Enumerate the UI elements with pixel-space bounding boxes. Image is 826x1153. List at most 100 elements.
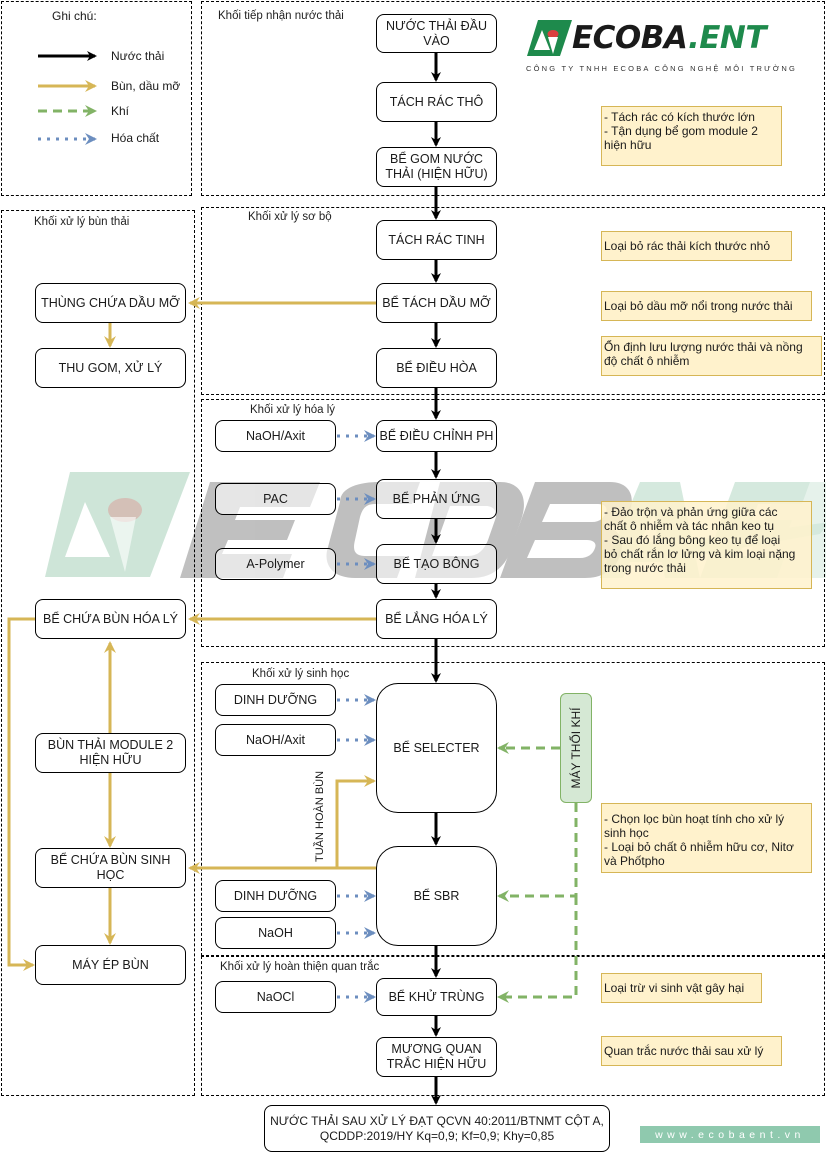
chem-naocl-label: NaOCl	[256, 989, 295, 1004]
node-settling-label: BỂ LẮNG HÓA LÝ	[385, 611, 488, 626]
note-intake: - Tách rác có kích thước lớn - Tận dụng …	[601, 106, 782, 166]
node-reaction[interactable]: BỂ PHẢN ỨNG	[376, 479, 497, 519]
legend-title: Ghi chú:	[52, 9, 97, 23]
intake-region: Khối tiếp nhận nước thải	[201, 1, 825, 196]
node-air-blower[interactable]: MÁY THỔI KHÍ	[560, 693, 592, 803]
node-existing-sludge-line1: BÙN THẢI MODULE 2	[47, 738, 174, 752]
note-oil: Loại bỏ dầu mỡ nổi trong nước thải	[601, 291, 812, 321]
node-selector[interactable]: BỂ SELECTER	[376, 683, 497, 813]
node-collect-treat[interactable]: THU GOM, XỬ LÝ	[35, 348, 186, 388]
intake-region-label: Khối tiếp nhận nước thải	[218, 10, 344, 22]
note-bio: - Chọn lọc bùn hoạt tính cho xử lý sinh …	[601, 803, 812, 873]
node-oil-separator-label: BỂ TÁCH DẦU MỠ	[382, 295, 491, 310]
node-collection-line1: BỂ GOM NƯỚC	[390, 152, 483, 166]
website-badge: www.ecobaent.vn	[640, 1126, 820, 1143]
legend-label-sludge: Bùn, dầu mỡ	[111, 79, 181, 93]
node-flocculation[interactable]: BỂ TẠO BÔNG	[376, 544, 497, 584]
note-chem: - Đảo trộn và phản ứng giữa các chất ô n…	[601, 501, 812, 589]
brand-logo-text: ECOBA.ENT	[572, 20, 767, 56]
chem-region-label: Khối xử lý hóa lý	[250, 404, 336, 416]
note-disinfection-line: Loại trừ vi sinh vật gây hại	[604, 981, 745, 995]
note-equalization-line: độ chất ô nhiễm	[604, 354, 690, 368]
node-oil-tank[interactable]: THÙNG CHỨA DẦU MỠ	[35, 283, 186, 323]
node-outlet-line1: NƯỚC THẢI SAU XỬ LÝ ĐẠT QCVN 40:2011/BTN…	[270, 1113, 604, 1128]
chem-naoh-acid-2[interactable]: NaOH/Axit	[215, 724, 336, 756]
node-fine-screen-label: TÁCH RÁC TINH	[388, 232, 485, 247]
note-bio-line: - Chọn lọc bùn hoạt tính cho xử lý	[604, 812, 785, 826]
node-ph-adjust-label: BỂ ĐIỀU CHỈNH PH	[379, 428, 494, 443]
chem-naoh-acid-1[interactable]: NaOH/Axit	[215, 420, 336, 452]
node-oil-tank-label: THÙNG CHỨA DẦU MỠ	[41, 295, 180, 310]
note-chem-line: trong nước thải	[604, 561, 686, 575]
node-sbr[interactable]: BỂ SBR	[376, 846, 497, 946]
chem-polymer-label: A-Polymer	[246, 556, 305, 571]
note-intake-line: hiện hữu	[604, 138, 652, 152]
node-disinfection[interactable]: BỂ KHỬ TRÙNG	[376, 978, 497, 1016]
chem-naocl[interactable]: NaOCl	[215, 981, 336, 1013]
node-equalization[interactable]: BỂ ĐIỀU HÒA	[376, 348, 497, 388]
chem-region: Khối xử lý hóa lý	[201, 399, 825, 647]
note-chem-line: bỏ chất rắn lơ lửng và kim loại nặng	[604, 547, 796, 561]
node-bio-sludge-label: BỂ CHỨA BÙN SINH HỌC	[50, 853, 171, 882]
sludge-region: Khối xử lý bùn thải	[1, 210, 195, 1096]
note-fine-screen-line: Loại bỏ rác thải kích thước nhỏ	[604, 239, 770, 253]
final-region-label: Khối xử lý hoàn thiện quan trắc	[220, 961, 380, 973]
chem-nutrient-1-label: DINH DƯỠNG	[233, 692, 318, 707]
bio-region-label: Khối xử lý sinh học	[252, 668, 350, 680]
website-text: www.ecobaent.vn	[655, 1128, 805, 1141]
note-equalization: Ổn định lưu lượng nước thải và nồng độ c…	[601, 336, 822, 376]
node-monitoring-line1: MƯƠNG QUAN	[391, 1042, 482, 1056]
node-inlet-line1: NƯỚC THẢI ĐẦU	[385, 18, 488, 33]
node-collect-treat-label: THU GOM, XỬ LÝ	[58, 360, 163, 375]
legend-label-water: Nước thải	[111, 49, 165, 63]
node-chem-sludge-tank[interactable]: BỂ CHỨA BÙN HÓA LÝ	[35, 599, 186, 639]
note-intake-line: - Tận dụng bể gom module 2	[604, 124, 758, 138]
pre-treatment-region: Khối xử lý sơ bộ	[201, 207, 825, 395]
chem-pac-label: PAC	[263, 491, 288, 506]
recirculation-label: TUẦN HOÀN BÙN	[314, 770, 326, 862]
node-sludge-press[interactable]: MÁY ÉP BÙN	[35, 945, 186, 985]
pre-treatment-region-label: Khối xử lý sơ bộ	[248, 211, 332, 223]
node-inlet-line2: VÀO	[423, 33, 450, 48]
node-outlet-line2: QCDDP:2019/HY Kq=0,9; Kf=0,9; Khy=0,85	[319, 1128, 555, 1143]
chem-nutrient-1[interactable]: DINH DƯỠNG	[215, 684, 336, 716]
node-inlet[interactable]: NƯỚC THẢI ĐẦU VÀO	[376, 14, 497, 53]
node-fine-screen[interactable]: TÁCH RÁC TINH	[376, 220, 497, 260]
note-bio-line: sinh học	[604, 826, 649, 840]
node-disinfection-label: BỂ KHỬ TRÙNG	[388, 989, 485, 1004]
node-monitoring-line2: TRẮC HIỆN HỮU	[386, 1057, 487, 1071]
note-fine-screen: Loại bỏ rác thải kích thước nhỏ	[601, 231, 792, 261]
note-bio-line: và Phốtpho	[604, 854, 665, 868]
note-monitoring-line: Quan trắc nước thải sau xử lý	[604, 1044, 764, 1058]
node-equalization-label: BỂ ĐIỀU HÒA	[396, 360, 477, 375]
chem-naoh-acid-2-label: NaOH/Axit	[245, 732, 306, 747]
chem-naoh[interactable]: NaOH	[215, 917, 336, 949]
legend-label-air: Khí	[111, 104, 130, 118]
note-equalization-line: Ổn định lưu lượng nước thải và nồng	[604, 340, 803, 354]
legend-region	[1, 1, 192, 196]
node-coarse-screen[interactable]: TÁCH RÁC THÔ	[376, 82, 497, 122]
chem-naoh-acid-1-label: NaOH/Axit	[245, 428, 306, 443]
chem-pac[interactable]: PAC	[215, 483, 336, 515]
chem-nutrient-2[interactable]: DINH DƯỠNG	[215, 880, 336, 912]
note-chem-line: chất ô nhiễm và tác nhân keo tụ	[604, 519, 775, 533]
node-oil-separator[interactable]: BỂ TÁCH DẦU MỠ	[376, 283, 497, 323]
node-settling[interactable]: BỂ LẮNG HÓA LÝ	[376, 599, 497, 639]
note-bio-line: - Loại bỏ chất ô nhiễm hữu cơ, Nitơ	[604, 840, 794, 854]
legend-label-chemical: Hóa chất	[111, 131, 160, 145]
brand-emblem	[527, 20, 572, 56]
note-disinfection: Loại trừ vi sinh vật gây hại	[601, 973, 762, 1003]
node-collection-tank[interactable]: BỂ GOM NƯỚC THẢI (HIỆN HỮU)	[376, 147, 497, 187]
node-bio-sludge-tank[interactable]: BỂ CHỨA BÙN SINH HỌC	[35, 848, 186, 888]
node-outlet[interactable]: NƯỚC THẢI SAU XỬ LÝ ĐẠT QCVN 40:2011/BTN…	[264, 1105, 610, 1152]
node-existing-sludge[interactable]: BÙN THẢI MODULE 2 HIỆN HỮU	[35, 733, 186, 773]
node-air-blower-label: MÁY THỔI KHÍ	[569, 707, 583, 789]
note-chem-line: - Đảo trộn và phản ứng giữa các	[604, 505, 778, 519]
node-chem-sludge-label: BỂ CHỨA BÙN HÓA LÝ	[42, 611, 179, 626]
node-ph-adjust[interactable]: BỂ ĐIỀU CHỈNH PH	[376, 420, 497, 452]
node-monitoring[interactable]: MƯƠNG QUAN TRẮC HIỆN HỮU	[376, 1037, 497, 1077]
node-sludge-press-label: MÁY ÉP BÙN	[72, 957, 149, 972]
chem-polymer[interactable]: A-Polymer	[215, 548, 336, 580]
node-existing-sludge-line2: HIỆN HỮU	[79, 753, 142, 767]
brand-tagline: CÔNG TY TNHH ECOBA CÔNG NGHỆ MÔI TRƯỜNG	[526, 64, 798, 73]
